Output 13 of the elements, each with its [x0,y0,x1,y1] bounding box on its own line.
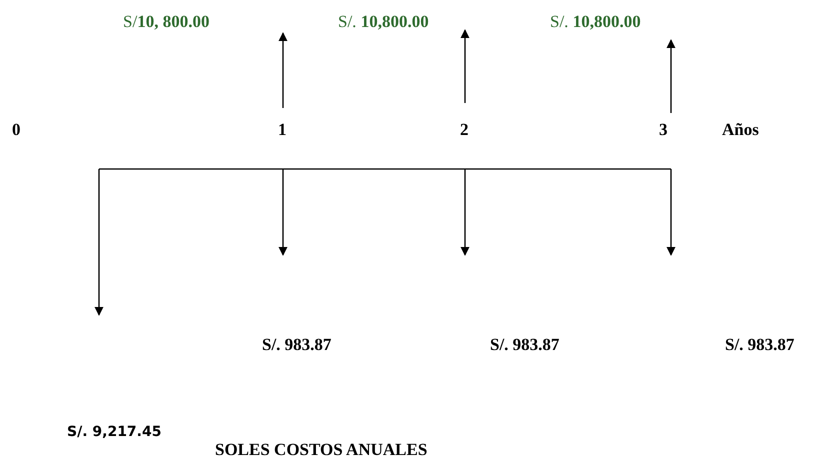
period-number: 0 [12,120,20,140]
period-number: 3 [659,120,668,140]
axis-unit-label: Años [722,120,759,140]
amount-label: S/. 983.87 [490,335,560,355]
amount-label: S/. 983.87 [725,335,794,355]
amount-label: S/. 983.87 [262,335,332,355]
amount-label: S/. 9,217.45 [67,423,162,442]
period-number: 1 [278,120,286,140]
amount-label: S/. 10,800.00 [338,12,429,32]
caption-text: SOLES COSTOS ANUALES [215,440,428,460]
period-number: 2 [460,120,468,140]
amount-label: S/10, 800.00 [123,12,210,32]
amount-label: S/. 10,800.00 [550,12,641,32]
